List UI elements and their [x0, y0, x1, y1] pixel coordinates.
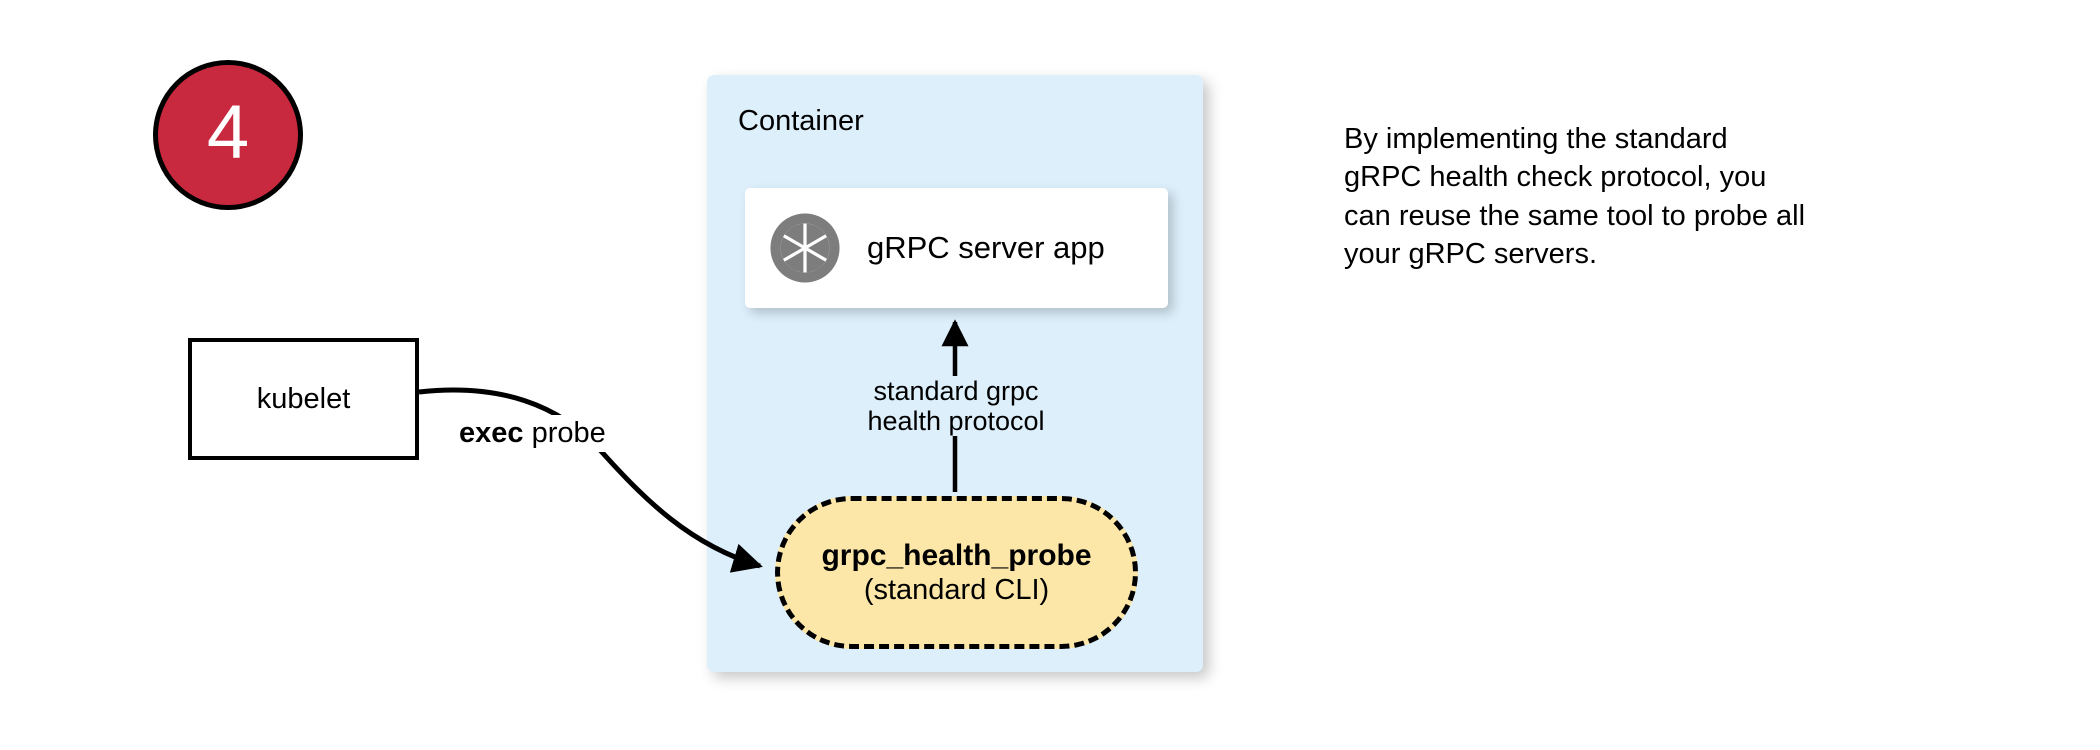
health-protocol-line-2: health protocol [867, 406, 1045, 437]
grpc-server-app-label: gRPC server app [867, 230, 1105, 265]
step-number-label: 4 [206, 90, 250, 175]
grpc-health-probe-node: grpc_health_probe (standard CLI) [775, 496, 1138, 649]
kubelet-node: kubelet [188, 338, 419, 460]
step-number-badge: 4 [153, 60, 303, 210]
grpc-health-probe-title: grpc_health_probe [821, 538, 1092, 572]
exec-probe-label: exec probe [453, 415, 612, 452]
health-protocol-line-1: standard grpc [873, 376, 1039, 406]
grpc-health-probe-subtitle: (standard CLI) [863, 574, 1050, 607]
aperture-icon [770, 213, 840, 283]
container-label: Container [738, 105, 864, 137]
explanation-note-line-1: By implementing the standard [1344, 123, 1728, 155]
explanation-note-line-3: can reuse the same tool to probe all [1344, 199, 1806, 232]
exec-probe-label-strong: exec [459, 417, 524, 449]
explanation-note-line-4: your gRPC servers. [1344, 237, 1598, 270]
explanation-note: By implementing the standard gRPC health… [1344, 120, 1924, 273]
kubelet-label: kubelet [256, 382, 351, 415]
health-protocol-label: standard grpc health protocol [838, 376, 1074, 437]
explanation-note-line-2: gRPC health check protocol, you [1344, 161, 1767, 194]
grpc-server-app-card: gRPC server app [745, 188, 1168, 308]
exec-probe-label-rest: probe [523, 417, 606, 449]
